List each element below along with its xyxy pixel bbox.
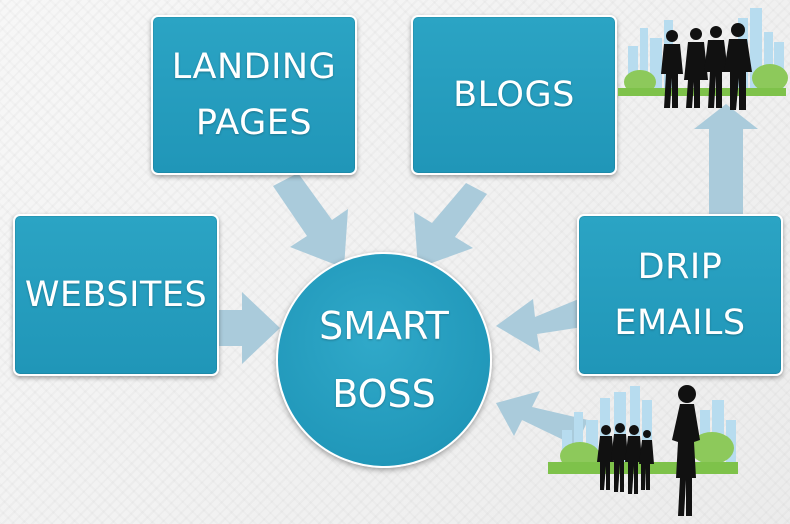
arrow-blogs-to-center (414, 183, 487, 268)
business-team-silhouette-bottom (597, 385, 700, 516)
arrow-websites-to-center (216, 292, 280, 364)
arrow-drip-emails-to-team (694, 104, 758, 214)
node-blogs-line1: BLOGS (453, 75, 575, 115)
node-blogs: BLOGS (411, 15, 617, 175)
node-drip-emails: DRIP EMAILS (577, 214, 783, 376)
node-drip-emails-line2: EMAILS (614, 303, 746, 343)
business-team-silhouette-top (661, 23, 752, 110)
node-websites: WEBSITES (13, 214, 219, 376)
node-landing-pages-line2: PAGES (195, 103, 313, 143)
arrow-drip-emails-to-center (496, 296, 589, 352)
node-landing-pages: LANDING PAGES (151, 15, 357, 175)
arrow-landing-pages-to-center (273, 173, 348, 268)
node-smart-boss: SMART BOSS (276, 252, 492, 468)
node-smart-boss-line2: BOSS (332, 372, 436, 416)
node-smart-boss-line1: SMART (319, 304, 449, 348)
node-drip-emails-line1: DRIP (637, 247, 723, 287)
grass-top (618, 64, 788, 96)
node-websites-line1: WEBSITES (24, 275, 208, 315)
node-landing-pages-line1: LANDING (171, 47, 337, 87)
